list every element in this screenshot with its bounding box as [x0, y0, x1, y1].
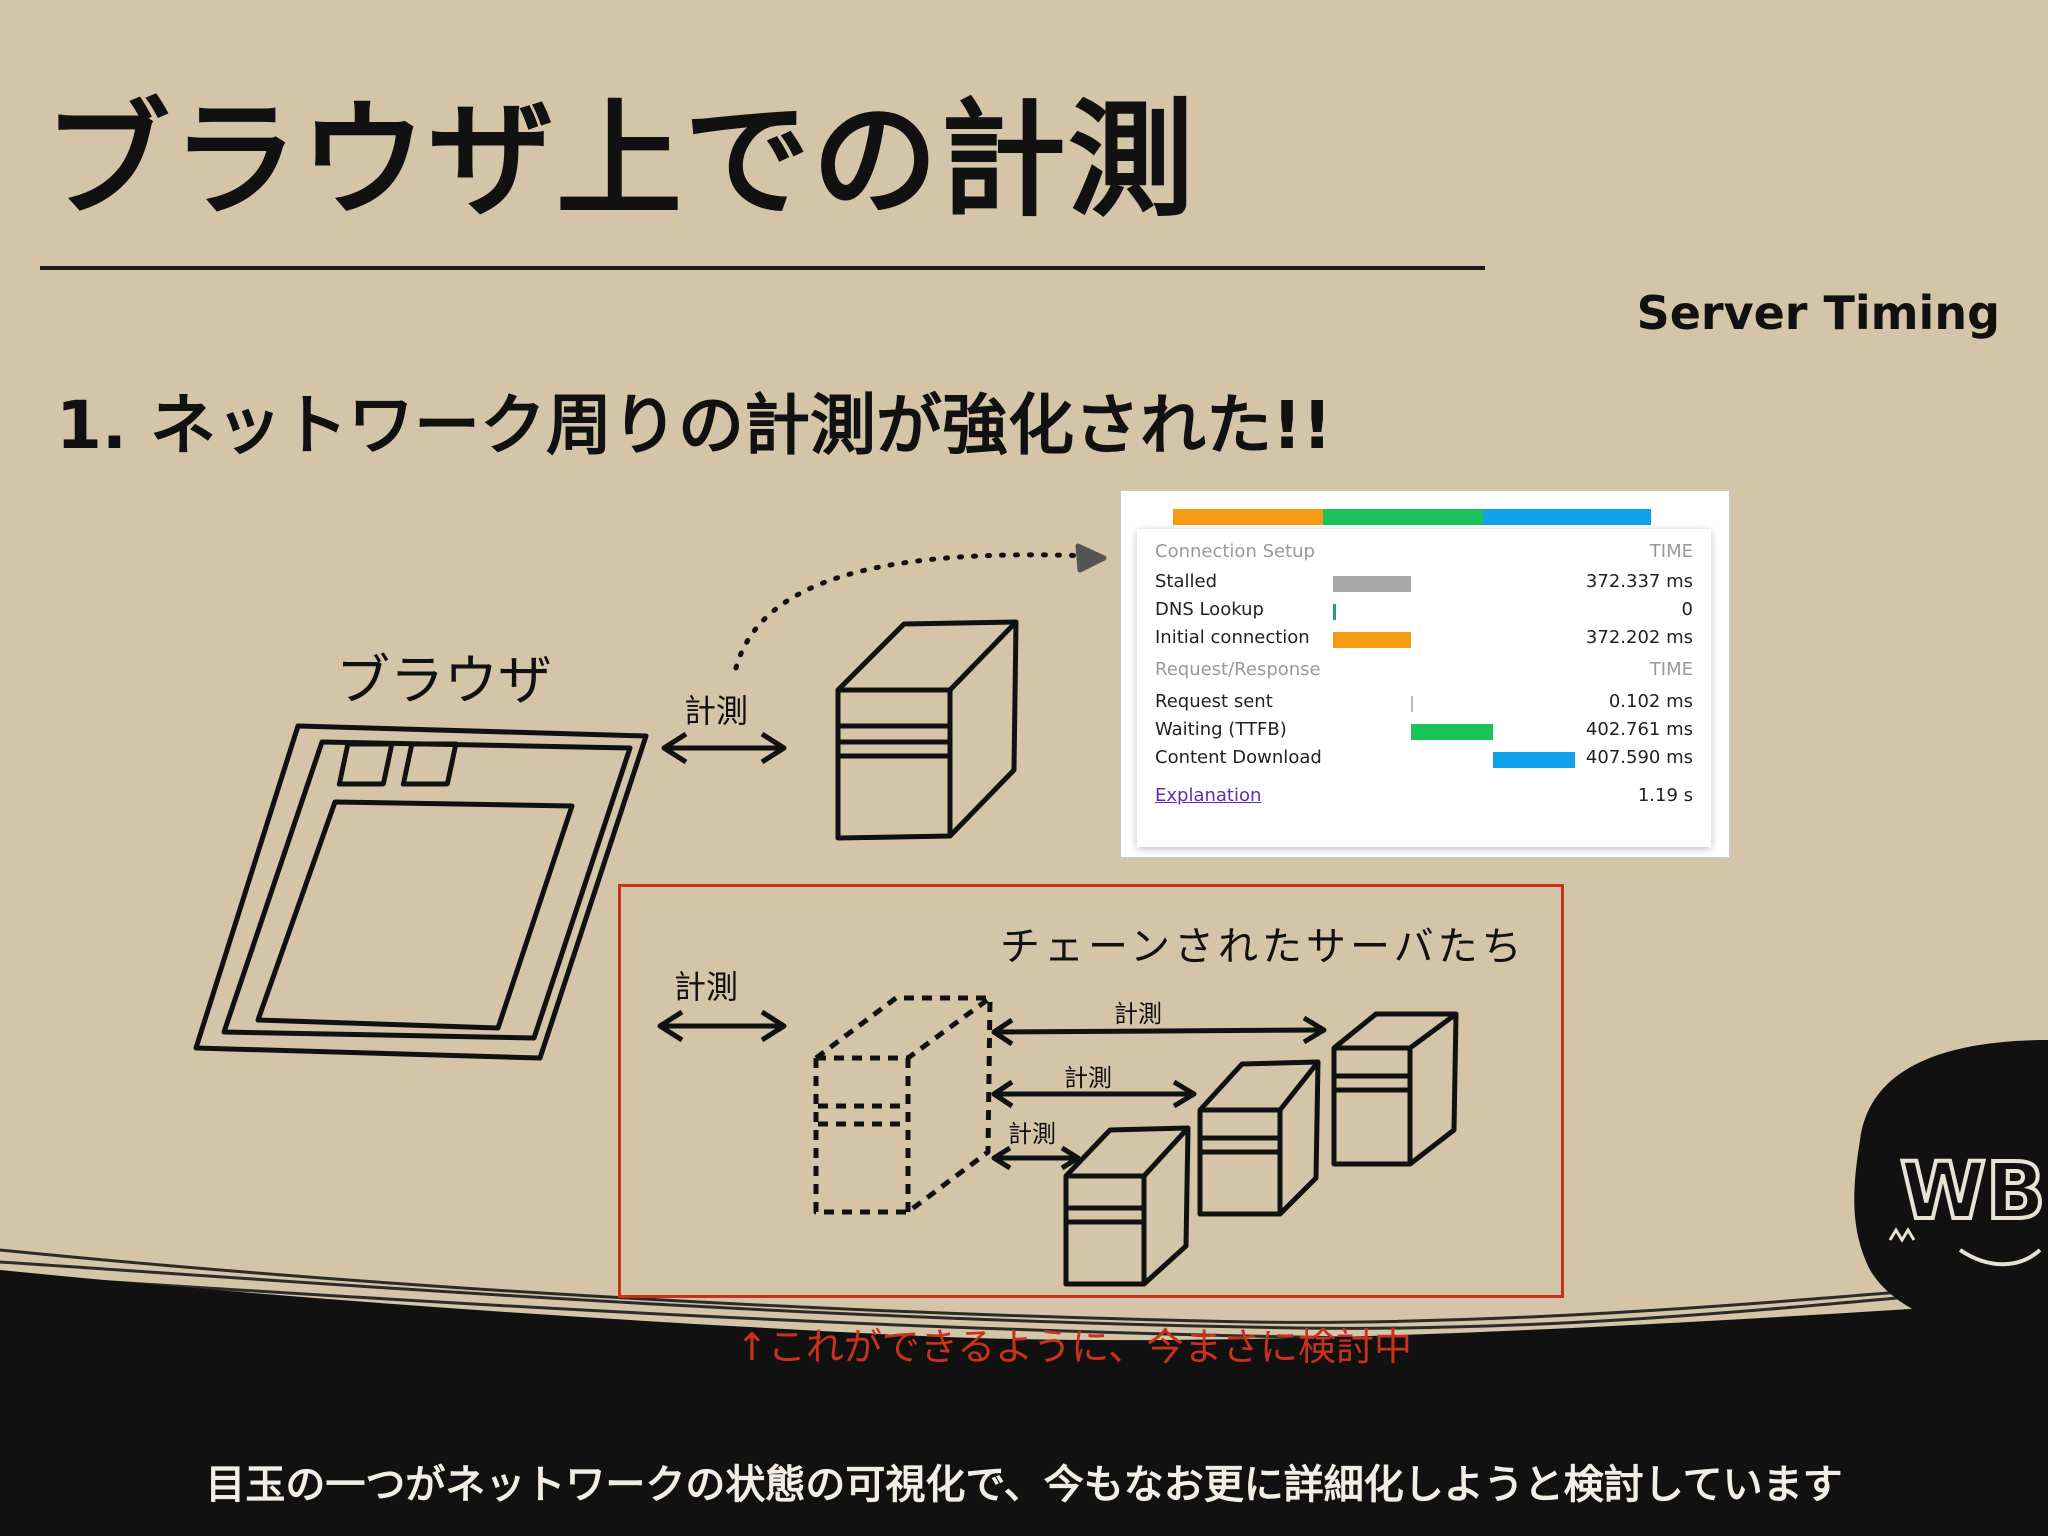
- row-stalled: Stalled 372.337 ms: [1155, 571, 1693, 597]
- time-header-2: TIME: [1649, 659, 1693, 680]
- row-value: 407.590 ms: [1585, 747, 1693, 768]
- row-value: 372.337 ms: [1585, 571, 1693, 592]
- row-label: Initial connection: [1155, 627, 1310, 648]
- row-label: Content Download: [1155, 747, 1322, 768]
- chain-server-2: [1197, 1059, 1321, 1217]
- row-initial-connection: Initial connection 372.202 ms: [1155, 627, 1693, 653]
- measure-label-server-1: 計測: [1008, 1120, 1056, 1148]
- row-bar: [1411, 724, 1493, 740]
- time-header: TIME: [1649, 541, 1693, 562]
- chain-server-3: [1331, 1011, 1459, 1167]
- chained-servers-label: チェーンされたサーバたち: [1000, 924, 1526, 970]
- measure-label-server-3: 計測: [1114, 1000, 1162, 1028]
- row-content-download: Content Download 407.590 ms: [1155, 747, 1693, 773]
- row-label: Stalled: [1155, 571, 1218, 592]
- dashed-proxy-sketch: [813, 995, 993, 1215]
- row-request-sent: Request sent 0.102 ms: [1155, 691, 1693, 717]
- timing-popup: Connection Setup TIME Stalled 372.337 ms…: [1137, 529, 1711, 847]
- row-value: 0.102 ms: [1608, 691, 1693, 712]
- waterfall-waiting: [1323, 509, 1483, 525]
- connection-setup-header: Connection Setup: [1155, 541, 1315, 562]
- row-bar: [1333, 632, 1411, 648]
- mascot-logo: WB: [1854, 1040, 2048, 1333]
- measure-arrow-chain: [657, 1009, 787, 1043]
- row-bar: [1333, 604, 1336, 620]
- total-time: 1.19 s: [1637, 785, 1693, 806]
- dotted-link-arrow: [733, 552, 1093, 671]
- request-response-header: Request/Response: [1155, 659, 1321, 680]
- row-label: Request sent: [1155, 691, 1273, 712]
- subtitle-server-timing: Server Timing: [1636, 286, 2000, 340]
- title-underline: [40, 266, 1485, 270]
- row-value: 0: [1681, 599, 1693, 620]
- measure-arrow-top: [661, 731, 787, 765]
- note-under-review: ↑これができるように、今まさに検討中: [736, 1325, 1412, 1369]
- bottom-caption: 目玉の一つがネットワークの状態の可視化で、今もなお更に詳細化しようと検討していま…: [205, 1462, 1843, 1508]
- browser-label: ブラウザ: [336, 649, 552, 712]
- chain-arrows: [991, 1015, 1327, 1171]
- row-waiting: Waiting (TTFB) 402.761 ms: [1155, 719, 1693, 745]
- row-bar: [1411, 696, 1413, 712]
- row-dns: DNS Lookup 0: [1155, 599, 1693, 625]
- devtools-timing-panel: Connection Setup TIME Stalled 372.337 ms…: [1120, 490, 1730, 858]
- waterfall-bar: [1173, 509, 1651, 525]
- explanation-link[interactable]: Explanation: [1155, 785, 1262, 806]
- chain-server-1: [1063, 1125, 1191, 1287]
- row-value: 372.202 ms: [1585, 627, 1693, 648]
- row-label: DNS Lookup: [1155, 599, 1264, 620]
- section-heading: 1. ネットワーク周りの計測が強化された!!: [56, 387, 1333, 464]
- waterfall-download: [1483, 509, 1651, 525]
- row-value: 402.761 ms: [1585, 719, 1693, 740]
- browser-window-sketch: [193, 723, 649, 1061]
- measure-label-top: 計測: [684, 692, 749, 730]
- row-bar: [1333, 576, 1411, 592]
- chained-servers-frame: [618, 884, 1564, 1298]
- waterfall-connection: [1173, 509, 1323, 525]
- measure-label-server-2: 計測: [1064, 1064, 1112, 1092]
- server-sketch-top: [835, 619, 1019, 841]
- measure-label-chain: 計測: [674, 968, 739, 1006]
- row-label: Waiting (TTFB): [1155, 719, 1287, 740]
- row-bar: [1493, 752, 1575, 768]
- page-title: ブラウザ上での計測: [44, 87, 1196, 234]
- svg-text:WB: WB: [1900, 1147, 2046, 1237]
